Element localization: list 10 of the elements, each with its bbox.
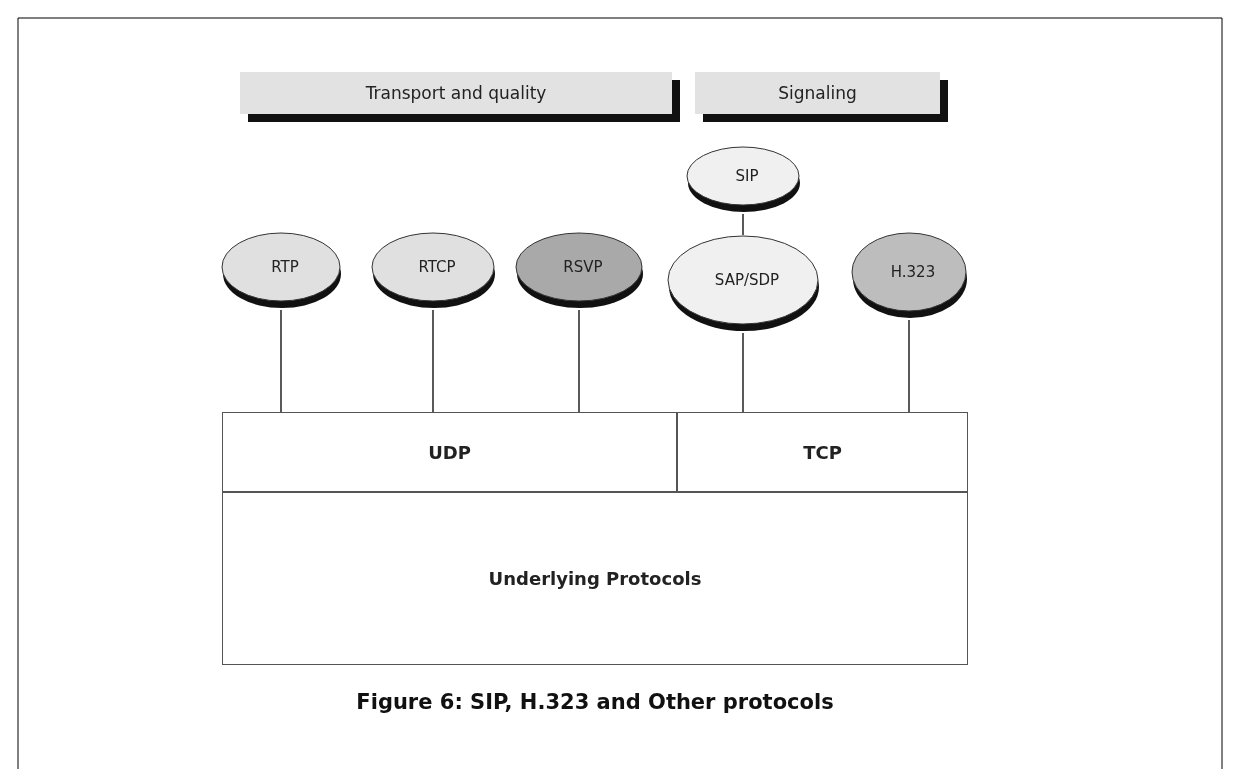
connector-line xyxy=(280,309,282,413)
figure-caption: Figure 6: SIP, H.323 and Other protocols xyxy=(355,690,835,714)
connector-line xyxy=(908,319,910,413)
connector-line xyxy=(742,332,744,413)
layer-box: Underlying Protocols xyxy=(222,492,968,665)
connector-line xyxy=(742,213,744,236)
layer-box: TCP xyxy=(677,412,968,492)
connector-line xyxy=(432,309,434,413)
connector-line xyxy=(578,309,580,413)
layer-box: UDP xyxy=(222,412,677,492)
